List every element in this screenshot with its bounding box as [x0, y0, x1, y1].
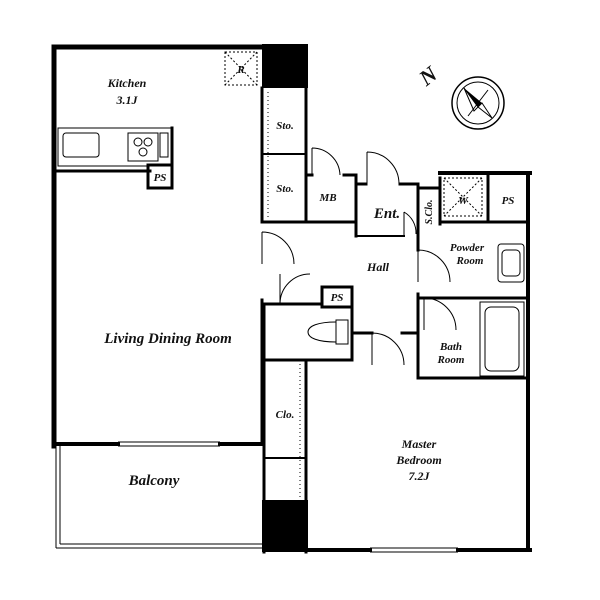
compass: N	[413, 60, 505, 130]
compass-needle-icon	[464, 88, 482, 107]
doors	[261, 147, 457, 366]
compass-north-label: N	[413, 60, 443, 91]
label-master-size: 7.2J	[409, 469, 431, 483]
label-hall: Hall	[366, 260, 390, 274]
label-master-1: Master	[401, 437, 437, 451]
label-kitchen-size: 3.1J	[116, 93, 139, 107]
balcony-outline	[55, 446, 262, 549]
kitchen-counter	[57, 127, 173, 167]
fixtures	[57, 51, 525, 498]
label-ps-top: PS	[502, 195, 515, 207]
label-closet: Clo.	[276, 409, 295, 421]
room-labels: Kitchen 3.1J R Living Dining Room Balcon…	[103, 64, 514, 489]
walls	[51, 44, 532, 554]
pillar-bottom	[262, 500, 308, 552]
pillar-top	[262, 44, 308, 88]
label-washer: W	[458, 195, 469, 207]
label-balcony: Balcony	[128, 473, 180, 489]
bathtub	[479, 301, 525, 377]
label-powder-2: Room	[456, 255, 484, 267]
ldk-outer-wall	[51, 44, 267, 449]
label-fridge: R	[236, 64, 244, 76]
label-master-2: Bedroom	[395, 453, 441, 467]
washer-space	[443, 177, 483, 217]
fridge-space	[224, 51, 258, 86]
ps-kitchen-box	[146, 163, 174, 190]
label-storage-1: Sto.	[276, 120, 293, 132]
label-ps-kitchen: PS	[154, 172, 167, 184]
label-powder-1: Powder	[450, 242, 485, 254]
label-shoe-closet: S.Clo.	[424, 199, 435, 224]
washbasin	[497, 243, 525, 283]
windows	[118, 441, 458, 553]
label-living: Living Dining Room	[103, 331, 232, 347]
ps-hall-box	[320, 285, 354, 309]
compass-ring-outer	[451, 76, 505, 130]
label-ps-hall: PS	[331, 292, 344, 304]
stove	[127, 132, 159, 162]
compass-ring-inner	[456, 81, 500, 125]
label-bath-1: Bath	[439, 341, 462, 353]
toilet	[335, 319, 349, 345]
kitchen-sink	[62, 132, 100, 158]
label-bath-2: Room	[437, 354, 465, 366]
label-entrance: Ent.	[373, 206, 400, 222]
label-kitchen: Kitchen	[107, 76, 147, 90]
label-storage-2: Sto.	[276, 183, 293, 195]
label-mb: MB	[318, 192, 336, 204]
